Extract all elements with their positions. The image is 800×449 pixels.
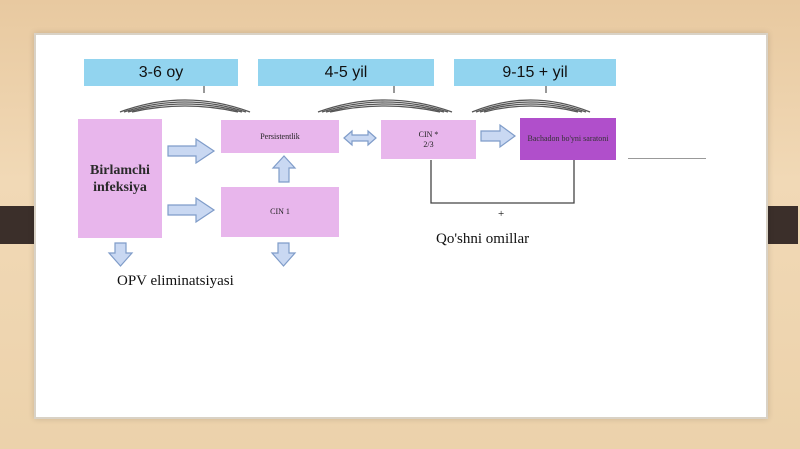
- period-label-3: 9-15 + yil: [454, 59, 616, 86]
- cin23-label: CIN * 2/3: [418, 129, 439, 149]
- persistence-label: Persistentlik: [260, 131, 300, 141]
- primary-infection-box: Birlamchi infeksiya: [78, 119, 162, 238]
- cin1-box: CIN 1: [221, 187, 339, 237]
- cancer-box: Bachadon bo'yni saratoni: [520, 118, 616, 160]
- divider-line: [628, 158, 706, 159]
- period-label-1: 3-6 oy: [84, 59, 238, 86]
- primary-infection-label: Birlamchi infeksiya: [90, 162, 150, 195]
- cin1-label: CIN 1: [270, 207, 290, 216]
- cin23-box: CIN * 2/3: [381, 120, 476, 159]
- cancer-label: Bachadon bo'yni saratoni: [527, 134, 609, 143]
- period-label-2: 4-5 yil: [258, 59, 434, 86]
- persistence-box: Persistentlik: [221, 120, 339, 153]
- cofactors-label: Qo'shni omillar: [436, 231, 530, 247]
- plus-sign: +: [498, 208, 505, 220]
- elimination-label: OPV eliminatsiyasi: [117, 273, 234, 289]
